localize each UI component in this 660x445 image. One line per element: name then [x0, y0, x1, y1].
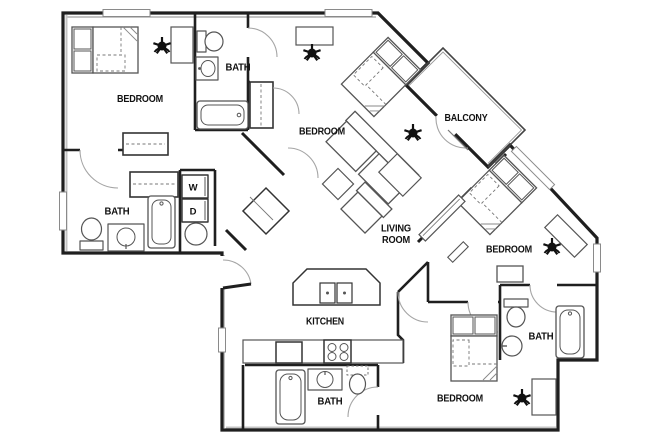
door-arc: [397, 291, 429, 323]
toilet-icon: [79, 217, 104, 251]
office-chair-icon: [303, 44, 321, 61]
door-arc: [435, 115, 469, 149]
bathtub-icon: [555, 305, 585, 359]
desk-icon: [531, 378, 557, 416]
bathtub-icon: [196, 100, 249, 130]
dryer-box: [181, 198, 209, 223]
sink-icon: [501, 335, 523, 357]
toilet-icon: [346, 365, 369, 395]
armchair-icon: [340, 181, 393, 234]
door-arc: [529, 284, 558, 313]
label-bath-top: BATH: [226, 62, 251, 74]
label-bedroom-bottom: BEDROOM: [437, 393, 483, 405]
door-leaf: [447, 129, 469, 151]
label-washer: W: [189, 183, 198, 194]
room-labels: BEDROOM BATH BEDROOM BALCONY BATH W D LI…: [105, 62, 554, 408]
entry-door-arc: [222, 259, 252, 285]
label-bedroom-right: BEDROOM: [486, 244, 532, 256]
entry-door-gap: [218, 256, 226, 288]
window: [59, 191, 67, 231]
door-arc: [247, 27, 278, 58]
label-dryer: D: [190, 207, 197, 218]
media-stand-icon: [446, 240, 470, 264]
label-balcony: BALCONY: [445, 112, 488, 124]
window: [593, 243, 601, 273]
office-chair-icon: [404, 124, 422, 141]
entry-door-leaf: [222, 282, 252, 290]
desk-icon: [170, 26, 194, 64]
outer-walls: [61, 11, 599, 432]
office-chair-icon: [153, 37, 171, 54]
label-bedroom-top-left: BEDROOM: [117, 93, 163, 105]
sink-icon: [107, 223, 145, 252]
label-bath-right: BATH: [529, 331, 554, 343]
door-arc: [79, 149, 119, 189]
closet-entry-diamond: [241, 186, 291, 236]
beds: [71, 26, 538, 382]
door-arc: [287, 147, 319, 179]
balcony-railing: [405, 46, 527, 168]
window: [218, 327, 226, 353]
windows: [59, 9, 601, 353]
kitchen-sink-icon: [319, 282, 353, 304]
door-arc: [347, 386, 379, 418]
desks-chairs: [153, 26, 589, 416]
kitchen-counter: [242, 339, 404, 364]
closet-hall-left: [129, 171, 179, 198]
bed-icon: [340, 36, 422, 118]
desk-icon: [295, 26, 334, 46]
sink-icon: [307, 368, 343, 391]
coffee-table-icon: [377, 152, 423, 198]
desk-icon: [543, 213, 589, 259]
water-heater-icon: [184, 222, 208, 246]
closet-bedroom2: [249, 81, 274, 129]
living-room-furniture: [321, 110, 470, 264]
office-chair-icon: [513, 389, 531, 406]
sink-icon: [195, 56, 219, 81]
bed-icon: [450, 314, 498, 382]
window: [324, 9, 373, 17]
interior-walls: [63, 13, 597, 430]
end-table-icon: [321, 167, 355, 201]
door-gap: [433, 112, 459, 138]
window: [510, 145, 556, 191]
label-bath-bottom: BATH: [318, 396, 343, 408]
office-chair-icon: [543, 238, 561, 255]
bed-icon: [71, 26, 139, 74]
toilet-icon: [196, 30, 224, 53]
window: [102, 9, 151, 17]
label-bath-left: BATH: [105, 206, 130, 218]
label-living-room-line1: LIVING: [381, 223, 411, 235]
bath-fixtures: [79, 30, 585, 425]
door-arc: [272, 87, 300, 115]
label-kitchen: KITCHEN: [306, 316, 344, 328]
tv-console-icon: [418, 194, 466, 242]
closets: [122, 81, 524, 283]
dresser-bedroom3: [496, 265, 524, 283]
bathtub-icon: [275, 369, 306, 425]
label-bedroom-middle: BEDROOM: [299, 126, 345, 138]
toilet-icon: [503, 298, 529, 328]
door-gap: [244, 28, 252, 57]
bathtub-icon: [147, 195, 176, 249]
bed-icon: [456, 154, 538, 236]
washer-box: [181, 174, 209, 199]
kitchen-fixtures: [242, 268, 404, 364]
label-living-room-line2: ROOM: [382, 234, 410, 246]
stove-icon: [323, 339, 352, 364]
fridge-icon: [275, 341, 303, 364]
